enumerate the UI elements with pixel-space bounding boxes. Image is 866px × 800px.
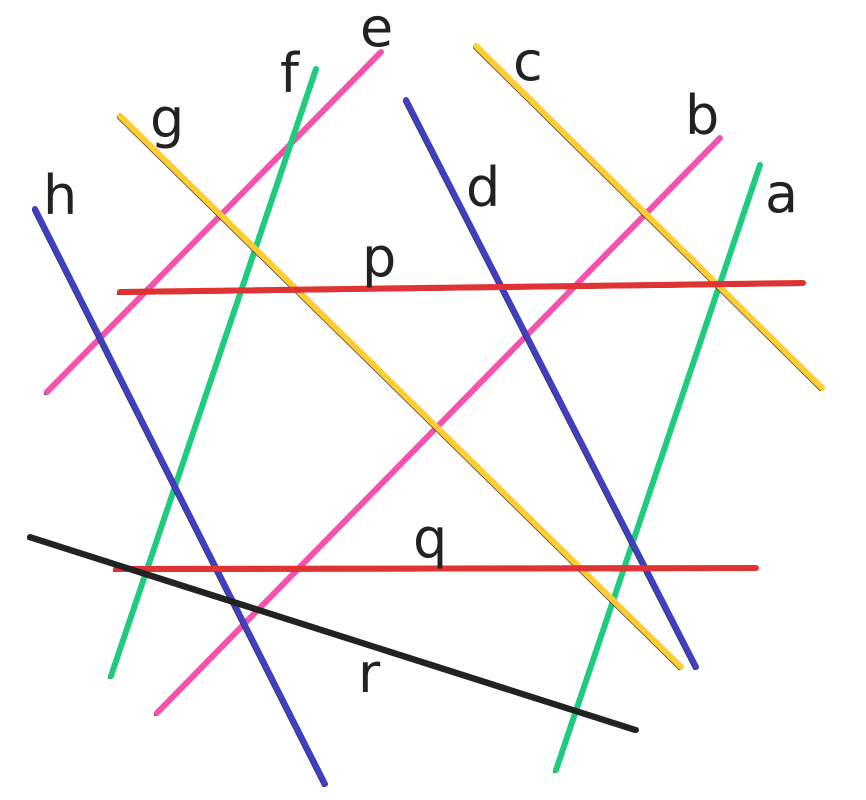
line-label-c: c [513,30,543,93]
line-labels: ab cd ef g h p q r [43,0,798,705]
line-e [44,49,384,395]
line-label-e: e [360,0,393,59]
line-label-p: p [362,226,396,289]
line-label-a: a [765,162,798,225]
line-a [553,162,763,773]
line-r [27,534,639,733]
line-label-h: h [43,164,77,227]
line-q [113,565,759,572]
line-label-d: d [466,156,500,219]
line-label-b: b [685,84,719,147]
line-d [403,97,699,670]
line-c [473,43,825,391]
line-p [117,280,806,295]
line-label-r: r [358,642,381,705]
line-label-f: f [280,42,301,105]
line-label-q: q [413,507,447,570]
line-segments [27,43,825,787]
line-g [117,113,684,670]
line-label-g: g [150,87,184,150]
line-h [32,206,328,787]
